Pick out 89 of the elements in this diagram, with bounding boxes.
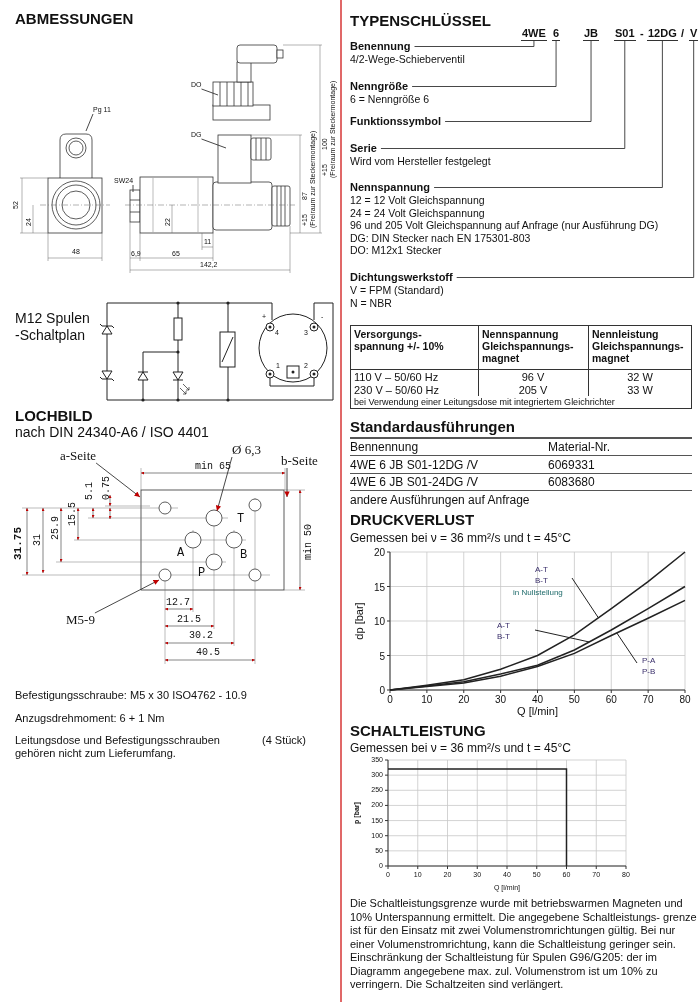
note-text: andere Ausführungen auf Anfrage <box>350 493 530 507</box>
description-paragraph: Die Schaltleistungsgrenze wurde mit betriebswarmen Magneten und 10% Unterspannung ermittelt. Die angegebene Schaltleistungs- grenze ist für den Einsatz mit zwei Volumenstromrichtungen gültig. Bei nur einer Volumenstromrichtung, kann die Schaltleistung geringer sein. Einschränkung der Schaltleistung für Spulen G96/G205: der im Diagramm angegebene max. zul. Volumenstrom ist um 10% zu verringern. Die Schaltzeiten sind verlängert. <box>350 897 698 992</box>
table-header: Nennleistung Gleichspannungs- magnet <box>592 328 685 364</box>
section-heading: ABMESSUNGEN <box>15 10 134 28</box>
table-text: 6069331 <box>548 458 595 472</box>
annotation-text: A-T <box>497 621 510 631</box>
axis-tick-label: 40 <box>531 694 544 705</box>
table-text: 205 V <box>517 384 549 397</box>
axis-title: Q [l/min] <box>517 705 558 717</box>
dimension-value: 12.7 <box>166 597 190 608</box>
table-text: 32 W <box>626 371 654 384</box>
axis-tick-label: 60 <box>605 694 617 705</box>
axis-tick-label: 0 <box>379 684 385 696</box>
dimension-value: 15.5 <box>67 502 78 526</box>
axis-tick-label: 20 <box>458 694 470 705</box>
field-description: N = NBR <box>350 296 392 309</box>
table-text: 6083680 <box>548 475 595 489</box>
note-text: Befestigungsschraube: M5 x 30 ISO4762 - 10.9 <box>15 689 247 702</box>
axis-tick-label: 80 <box>679 694 691 705</box>
dimension-value: 21.5 <box>177 614 201 625</box>
table-header: Material-Nr. <box>548 440 610 454</box>
port-label: A <box>177 547 185 560</box>
field-heading: Benennung <box>350 40 411 53</box>
table-text: 96 V <box>520 371 546 384</box>
port-label: B <box>240 549 248 562</box>
field-description: 96 und 205 Volt Gleichspannung auf Anfrage (nur Ausführung DG) <box>350 219 659 232</box>
dimension-value: 25.9 <box>50 516 61 540</box>
annotation-text: in Nullstellung <box>513 588 563 598</box>
dimension-value: 5.1 <box>84 482 95 500</box>
section-subtitle: nach DIN 24340-A6 / ISO 4401 <box>15 424 209 441</box>
note-text: Leitungsdose und Befestigungsschrauben gehören nicht zum Lieferumfang. <box>15 734 221 760</box>
field-description: 24 = 24 Volt Gleichspannung <box>350 206 485 219</box>
field-description: 6 = Nenngröße 6 <box>350 93 430 106</box>
field-heading: Nenngröße <box>350 80 409 93</box>
table-text: 110 V – 50/60 Hz <box>354 371 439 384</box>
table-text: 4WE 6 JB S01-12DG /V <box>350 458 479 472</box>
note-text: (4 Stück) <box>262 734 306 747</box>
table-header: Nennspannung Gleichspannungs- magnet <box>482 328 575 364</box>
note-text: Anzugsdrehmoment: 6 + 1 Nm <box>15 712 165 725</box>
field-description: 12 = 12 Volt Gleichspannung <box>350 194 485 207</box>
annotation-text: B-T <box>535 576 548 586</box>
dimension-value: 30.2 <box>189 630 213 641</box>
dimension-value: 0.75 <box>101 476 112 500</box>
annotation-text: A-T <box>535 565 548 575</box>
port-label: P <box>198 567 206 580</box>
section-heading: TYPENSCHLÜSSEL <box>350 12 491 30</box>
table-text: 230 V – 50/60 Hz <box>354 384 439 397</box>
field-description: V = FPM (Standard) <box>350 284 444 297</box>
field-description: 4/2-Wege-Schieberventil <box>350 53 465 66</box>
chart-title: SCHALTLEISTUNG <box>350 722 486 740</box>
axis-tick-label: 5 <box>379 650 385 661</box>
field-heading: Dichtungswerkstoff <box>350 271 453 284</box>
port-label: T <box>237 513 245 526</box>
section-heading: Standardausführungen <box>350 418 515 436</box>
axis-tick-label: 10 <box>421 694 433 705</box>
dimension-value: 31.75 <box>12 527 24 560</box>
table-header: Versorgungs- spannung +/- 10% <box>354 328 445 352</box>
section-heading: LOCHBILD <box>15 407 93 425</box>
table-text: 4WE 6 JB S01-24DG /V <box>350 475 479 489</box>
axis-tick-label: 30 <box>495 694 507 705</box>
diagram-caption: M12 Spulen -Schaltplan <box>15 310 91 344</box>
chart-title: DRUCKVERLUST <box>350 511 475 529</box>
axis-tick-label: 10 <box>373 615 385 627</box>
dimension-value: 40.5 <box>196 647 220 658</box>
chart-subtitle: Gemessen bei ν = 36 mm²/s und t = 45°C <box>350 741 571 755</box>
table-header: Bennennung <box>350 440 419 454</box>
field-heading: Nennspannung <box>350 181 431 194</box>
annotation-text: B-T <box>497 632 510 642</box>
axis-tick-label: 0 <box>387 694 393 705</box>
axis-tick-label: 20 <box>373 546 385 558</box>
chart-subtitle: Gemessen bei ν = 36 mm²/s und t = 45°C <box>350 531 571 545</box>
annotation-text: P-A <box>642 656 656 666</box>
table-text: 33 W <box>626 384 654 397</box>
field-heading: Funktionssymbol <box>350 115 442 128</box>
code-separator: / <box>681 27 685 40</box>
dimension-value: min 65 <box>195 461 231 472</box>
dimension-value: min 50 <box>303 524 314 560</box>
axis-tick-label: 50 <box>568 694 580 705</box>
axis-tick-label: 70 <box>642 694 654 705</box>
field-heading: Serie <box>350 142 377 155</box>
code-separator: - <box>640 27 644 40</box>
field-description: Wird vom Hersteller festgelegt <box>350 155 491 168</box>
axis-tick-label: 15 <box>373 581 385 592</box>
table-footnote: bei Verwendung einer Leitungsdose mit integriertem Gleichrichter <box>354 397 615 408</box>
dimension-value: 31 <box>32 534 43 546</box>
field-description: DO: M12x1 Stecker <box>350 244 442 257</box>
field-description: DG: DIN Stecker nach EN 175301-803 <box>350 231 531 244</box>
annotation-text: P-B <box>642 667 656 677</box>
axis-title: dp [bar] <box>353 602 365 640</box>
